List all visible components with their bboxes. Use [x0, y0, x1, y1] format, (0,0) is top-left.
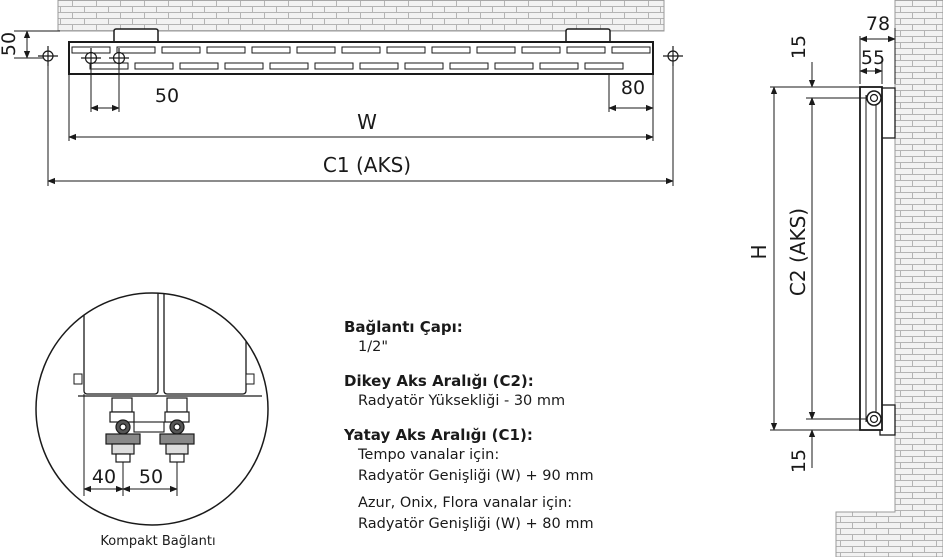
detail-column-right	[163, 293, 247, 395]
spec-vertical: Dikey Aks Aralığı (C2): Radyatör Yüksekl…	[344, 372, 674, 412]
radiator-slot	[431, 46, 471, 54]
detail-circle	[35, 292, 269, 526]
dim-15-bottom-label: 15	[788, 449, 810, 473]
pipe-end-top	[866, 90, 882, 106]
radiator-side-body	[859, 86, 883, 431]
radiator-slot	[314, 62, 354, 70]
detail-connector	[133, 421, 165, 433]
radiator-slot	[539, 62, 579, 70]
radiator-slot	[566, 46, 606, 54]
radiator-slot	[224, 62, 264, 70]
detail-dim-50-label: 50	[139, 466, 163, 488]
radiator-slot	[611, 46, 651, 54]
dim-w-label: W	[357, 110, 377, 134]
spec-tempo-value: Radyatör Genişliği (W) + 90 mm	[358, 468, 594, 484]
radiator-slot	[584, 62, 624, 70]
radiator-slot	[296, 46, 336, 54]
wall-side	[835, 0, 943, 557]
detail-caption: Kompakt Bağlantı	[100, 534, 215, 549]
radiator-slot	[449, 62, 489, 70]
radiator-slot	[386, 46, 426, 54]
dim-c2-label: C2 (AKS)	[786, 208, 810, 296]
radiator-slot	[404, 62, 444, 70]
radiator-slot	[161, 46, 201, 54]
radiator-slot	[89, 62, 129, 70]
radiator-slot	[179, 62, 219, 70]
extension-lines-top	[47, 62, 674, 186]
top-view: 50 50 80 W C1 (AKS)	[0, 0, 683, 186]
radiator-slot	[359, 62, 399, 70]
spec-other-value: Radyatör Genişliği (W) + 80 mm	[358, 516, 594, 532]
detail-valve-right	[159, 397, 195, 463]
dim-80-label: 80	[621, 77, 645, 99]
dim-50-vertical	[14, 30, 60, 59]
radiator-slots	[71, 46, 651, 70]
detail-column-left	[83, 293, 159, 395]
radiator-slot	[134, 62, 174, 70]
radiator-slot	[206, 46, 246, 54]
dim-55-label: 55	[861, 47, 885, 69]
radiator-slot	[476, 46, 516, 54]
spec-connection-value: 1/2"	[358, 339, 389, 355]
spec-connection: Bağlantı Çapı: 1/2"	[344, 318, 674, 358]
pipe-end-bottom	[866, 411, 882, 427]
wall-top	[57, 0, 665, 32]
dim-c1-label: C1 (AKS)	[323, 153, 411, 177]
radiator-slot	[494, 62, 534, 70]
spec-connection-title: Bağlantı Çapı:	[344, 318, 463, 336]
spec-vertical-title: Dikey Aks Aralığı (C2):	[344, 372, 534, 390]
dim-50-vertical-label: 50	[0, 32, 20, 56]
radiator-slot	[521, 46, 561, 54]
dim-15-top-label: 15	[788, 35, 810, 59]
radiator-slot	[269, 62, 309, 70]
detail-dim-40-label: 40	[92, 466, 116, 488]
compact-connection-detail: 40 50 Kompakt Bağlantı	[35, 292, 269, 549]
spec-other-label: Azur, Onix, Flora vanalar için:	[358, 495, 573, 511]
dim-50-bottom-label: 50	[155, 85, 179, 107]
dim-h-label: H	[747, 244, 771, 259]
spec-tempo-label: Tempo vanalar için:	[358, 447, 500, 463]
side-view: 78 55 15 C2 (AKS) H 15	[747, 0, 943, 557]
spec-horizontal: Yatay Aks Aralığı (C1): Tempo vanalar iç…	[344, 426, 674, 535]
radiator-slot	[341, 46, 381, 54]
radiator-slot	[251, 46, 291, 54]
radiator-slot	[116, 46, 156, 54]
dim-78-label: 78	[866, 13, 890, 35]
spec-horizontal-title: Yatay Aks Aralığı (C1):	[344, 426, 533, 444]
detail-valve-left	[105, 397, 141, 463]
spec-vertical-value: Radyatör Yüksekliği - 30 mm	[358, 393, 566, 409]
spec-panel: Bağlantı Çapı: 1/2" Dikey Aks Aralığı (C…	[344, 318, 674, 549]
